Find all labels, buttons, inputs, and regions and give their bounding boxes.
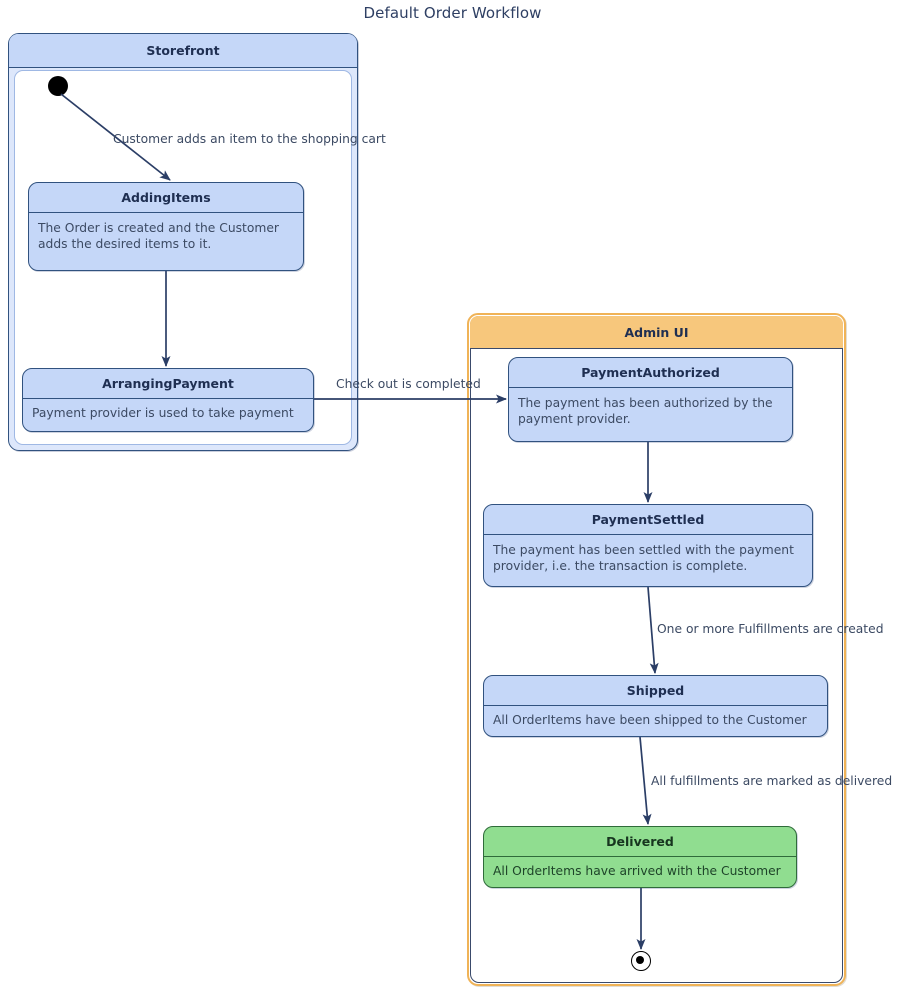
- state-arranging-payment-name: ArrangingPayment: [23, 369, 313, 399]
- state-payment-settled-description: The payment has been settled with the pa…: [493, 542, 794, 573]
- state-adding-items-name: AddingItems: [29, 183, 303, 213]
- state-shipped[interactable]: Shipped All OrderItems have been shipped…: [483, 675, 828, 737]
- state-payment-authorized-name: PaymentAuthorized: [509, 358, 792, 388]
- transition-label-fulfillments-created: One or more Fulfillments are created: [657, 622, 884, 636]
- state-delivered-name: Delivered: [484, 827, 796, 857]
- transition-label-start-to-addingitems: Customer adds an item to the shopping ca…: [113, 132, 386, 146]
- state-arranging-payment-description: Payment provider is used to take payment: [32, 405, 294, 420]
- state-payment-settled-name: PaymentSettled: [484, 505, 812, 535]
- storefront-title: Storefront: [146, 43, 220, 58]
- state-payment-authorized[interactable]: PaymentAuthorized The payment has been a…: [508, 357, 793, 442]
- admin-ui-header-band: Admin UI: [470, 316, 843, 349]
- final-state-marker: [631, 951, 651, 971]
- state-payment-authorized-description: The payment has been authorized by the p…: [518, 395, 773, 426]
- state-delivered-description: All OrderItems have arrived with the Cus…: [493, 863, 781, 878]
- page-title: Default Order Workflow: [363, 4, 542, 22]
- storefront-header-band: Storefront: [9, 34, 357, 68]
- state-payment-settled[interactable]: PaymentSettled The payment has been sett…: [483, 504, 813, 587]
- state-adding-items[interactable]: AddingItems The Order is created and the…: [28, 182, 304, 271]
- state-shipped-name: Shipped: [484, 676, 827, 706]
- state-arranging-payment[interactable]: ArrangingPayment Payment provider is use…: [22, 368, 314, 432]
- admin-ui-title: Admin UI: [624, 325, 689, 340]
- transition-label-checkout-completed: Check out is completed: [336, 377, 481, 391]
- transition-label-fulfillments-delivered: All fulfillments are marked as delivered: [651, 774, 893, 788]
- initial-state-marker: [48, 76, 68, 96]
- state-adding-items-description: The Order is created and the Customer ad…: [38, 220, 279, 251]
- state-delivered[interactable]: Delivered All OrderItems have arrived wi…: [483, 826, 797, 888]
- state-shipped-description: All OrderItems have been shipped to the …: [493, 712, 807, 727]
